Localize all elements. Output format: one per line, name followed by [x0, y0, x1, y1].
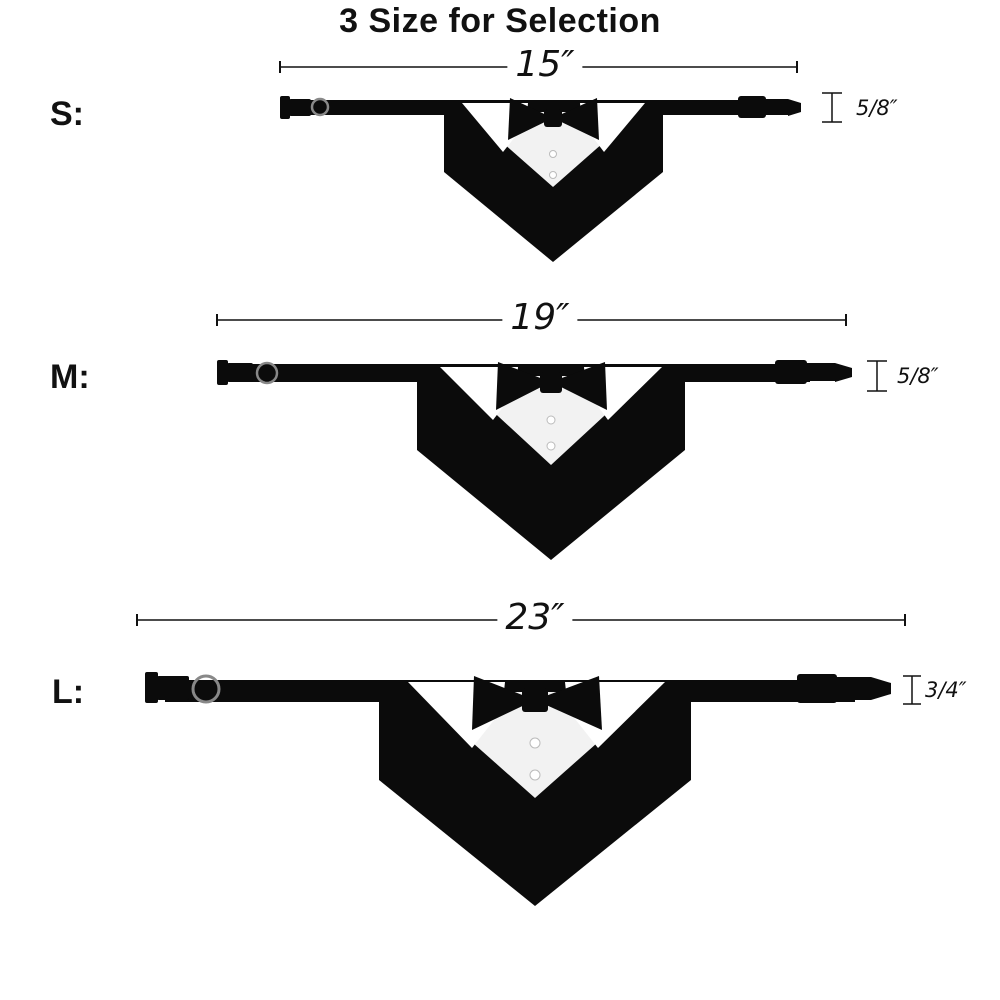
- d-ring: [255, 361, 279, 385]
- size-s-label: S:: [50, 95, 84, 133]
- buckle-left: [280, 96, 311, 119]
- size-m-length: 19″: [502, 300, 578, 336]
- d-ring: [191, 674, 221, 704]
- bow-tie: [472, 676, 602, 730]
- buckle-right: [797, 674, 891, 703]
- shirt-button: [529, 737, 541, 749]
- size-s-bandana: [279, 61, 842, 262]
- size-m-label: M:: [50, 358, 90, 396]
- size-s-width: 5/8″: [856, 96, 898, 120]
- bow-tie: [496, 362, 607, 410]
- size-l-label: L:: [52, 673, 85, 711]
- size-m-width-marker: [867, 360, 887, 392]
- size-l-width: 3/4″: [925, 678, 967, 702]
- page-title: 3 Size for Selection: [339, 2, 661, 40]
- size-s-width-marker: [822, 92, 842, 123]
- buckle-right: [738, 96, 801, 118]
- buckle-left: [145, 672, 189, 703]
- shirt-button: [546, 415, 556, 425]
- size-l-width-marker: [903, 675, 921, 705]
- size-m-bandana: [216, 314, 887, 560]
- shirt-button: [546, 441, 556, 451]
- shirt-button: [549, 171, 557, 179]
- buckle-right: [775, 360, 852, 384]
- shirt-button: [549, 150, 557, 158]
- size-l-length: 23″: [497, 600, 573, 636]
- d-ring: [310, 97, 330, 117]
- size-s-length: 15″: [507, 47, 583, 83]
- size-m-width: 5/8″: [897, 364, 939, 388]
- shirt-button: [529, 769, 541, 781]
- buckle-left: [217, 360, 253, 385]
- bow-tie: [508, 98, 599, 140]
- size-l-bandana: [136, 614, 921, 906]
